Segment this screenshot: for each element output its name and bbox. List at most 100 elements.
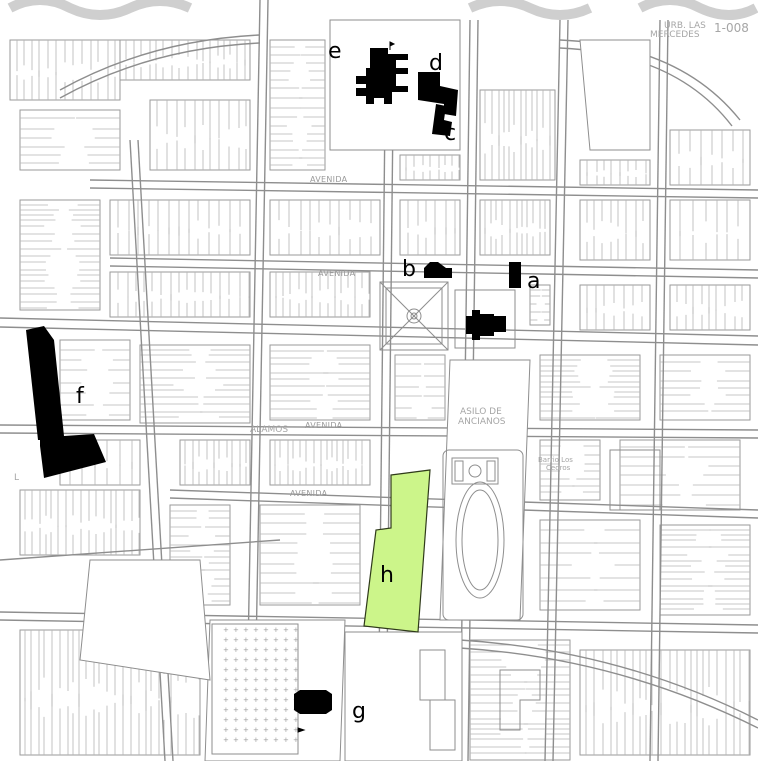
city-block: [479, 199, 551, 256]
city-block: [109, 271, 251, 318]
city-block: [479, 89, 556, 181]
dot-mark: +: [283, 626, 289, 634]
dot-mark: +: [223, 716, 229, 724]
dot-mark: +: [243, 716, 249, 724]
city-block: [269, 39, 326, 171]
dot-mark: +: [263, 646, 269, 654]
building-e: [356, 48, 408, 104]
urb-label-line2: MERCEDES: [650, 30, 700, 40]
dot-mark: +: [283, 686, 289, 694]
dot-mark: +: [263, 696, 269, 704]
dot-mark: +: [263, 716, 269, 724]
dot-mark: +: [253, 736, 259, 744]
barrio-label-line1: Barrio Los: [538, 456, 573, 464]
dot-mark: +: [243, 646, 249, 654]
dot-mark: +: [293, 666, 299, 674]
dot-mark: +: [233, 716, 239, 724]
city-block: [669, 199, 751, 261]
dot-mark: +: [273, 636, 279, 644]
dot-mark: +: [273, 626, 279, 634]
dot-mark: +: [283, 726, 289, 734]
dot-mark: +: [263, 636, 269, 644]
dot-mark: +: [243, 736, 249, 744]
dot-mark: +: [233, 706, 239, 714]
marker-f: f: [76, 384, 85, 409]
dot-mark: +: [223, 696, 229, 704]
street-label-3: AVENIDA: [290, 489, 328, 498]
dot-mark: +: [283, 676, 289, 684]
marker-c: c: [444, 121, 456, 146]
dot-mark: +: [263, 656, 269, 664]
dot-mark: +: [233, 656, 239, 664]
dot-mark: +: [253, 636, 259, 644]
dot-mark: +: [223, 636, 229, 644]
asilo-label-line1: ASILO DE: [460, 407, 502, 417]
dot-mark: +: [263, 736, 269, 744]
marker-b: b: [402, 257, 416, 282]
sheet-number: 1-008: [714, 21, 749, 35]
dot-mark: +: [233, 666, 239, 674]
dot-mark: +: [223, 676, 229, 684]
city-block: [109, 199, 251, 256]
dot-mark: +: [263, 726, 269, 734]
dot-mark: +: [243, 636, 249, 644]
dot-mark: +: [293, 646, 299, 654]
city-block: [59, 339, 131, 421]
highlighted-parcel-h[interactable]: [363, 469, 431, 633]
city-block: [579, 199, 651, 261]
city-block: [119, 39, 251, 81]
dot-mark: +: [243, 706, 249, 714]
dot-mark: +: [253, 626, 259, 634]
dot-mark: +: [223, 706, 229, 714]
dot-mark: +: [223, 666, 229, 674]
dot-mark: +: [283, 696, 289, 704]
dot-mark: +: [283, 666, 289, 674]
city-block: [269, 439, 371, 486]
city-block: [579, 649, 751, 756]
dot-mark: +: [243, 726, 249, 734]
dot-mark: +: [223, 646, 229, 654]
dot-mark: +: [233, 726, 239, 734]
dot-mark: +: [293, 676, 299, 684]
street-label-1: AVENIDA: [318, 269, 356, 278]
dot-mark: +: [223, 686, 229, 694]
dot-mark: +: [293, 656, 299, 664]
building-g: [294, 690, 332, 714]
city-block: [539, 354, 641, 421]
dot-mark: +: [293, 726, 299, 734]
dot-mark: +: [263, 676, 269, 684]
top-band: [7, 0, 758, 20]
dot-mark: +: [273, 716, 279, 724]
dot-mark: +: [253, 656, 259, 664]
dot-mark: +: [233, 676, 239, 684]
urb-label-line1: URB. LAS: [664, 21, 706, 31]
dot-mark: +: [283, 646, 289, 654]
dot-mark: +: [283, 706, 289, 714]
dot-mark: +: [223, 726, 229, 734]
dot-mark: +: [263, 686, 269, 694]
city-block: [19, 489, 141, 556]
building-f: [26, 326, 106, 478]
city-block: [399, 199, 461, 256]
dot-mark: +: [273, 726, 279, 734]
city-block: [529, 284, 551, 326]
dot-mark: +: [273, 696, 279, 704]
small-structures: [419, 449, 661, 751]
dot-mark: +: [293, 686, 299, 694]
dot-mark: +: [283, 736, 289, 744]
dot-mark: +: [283, 636, 289, 644]
edge-letter-l: L: [14, 473, 19, 483]
dot-mark: +: [253, 646, 259, 654]
central-plaza: [379, 281, 516, 351]
city-block: [579, 284, 651, 331]
building-a: [509, 262, 521, 288]
dot-mark: +: [233, 636, 239, 644]
dot-mark: +: [253, 706, 259, 714]
city-block: [259, 504, 361, 606]
marker-g: g: [352, 699, 366, 724]
city-block: [469, 639, 571, 761]
dot-mark: +: [223, 736, 229, 744]
city-block: [394, 354, 446, 421]
